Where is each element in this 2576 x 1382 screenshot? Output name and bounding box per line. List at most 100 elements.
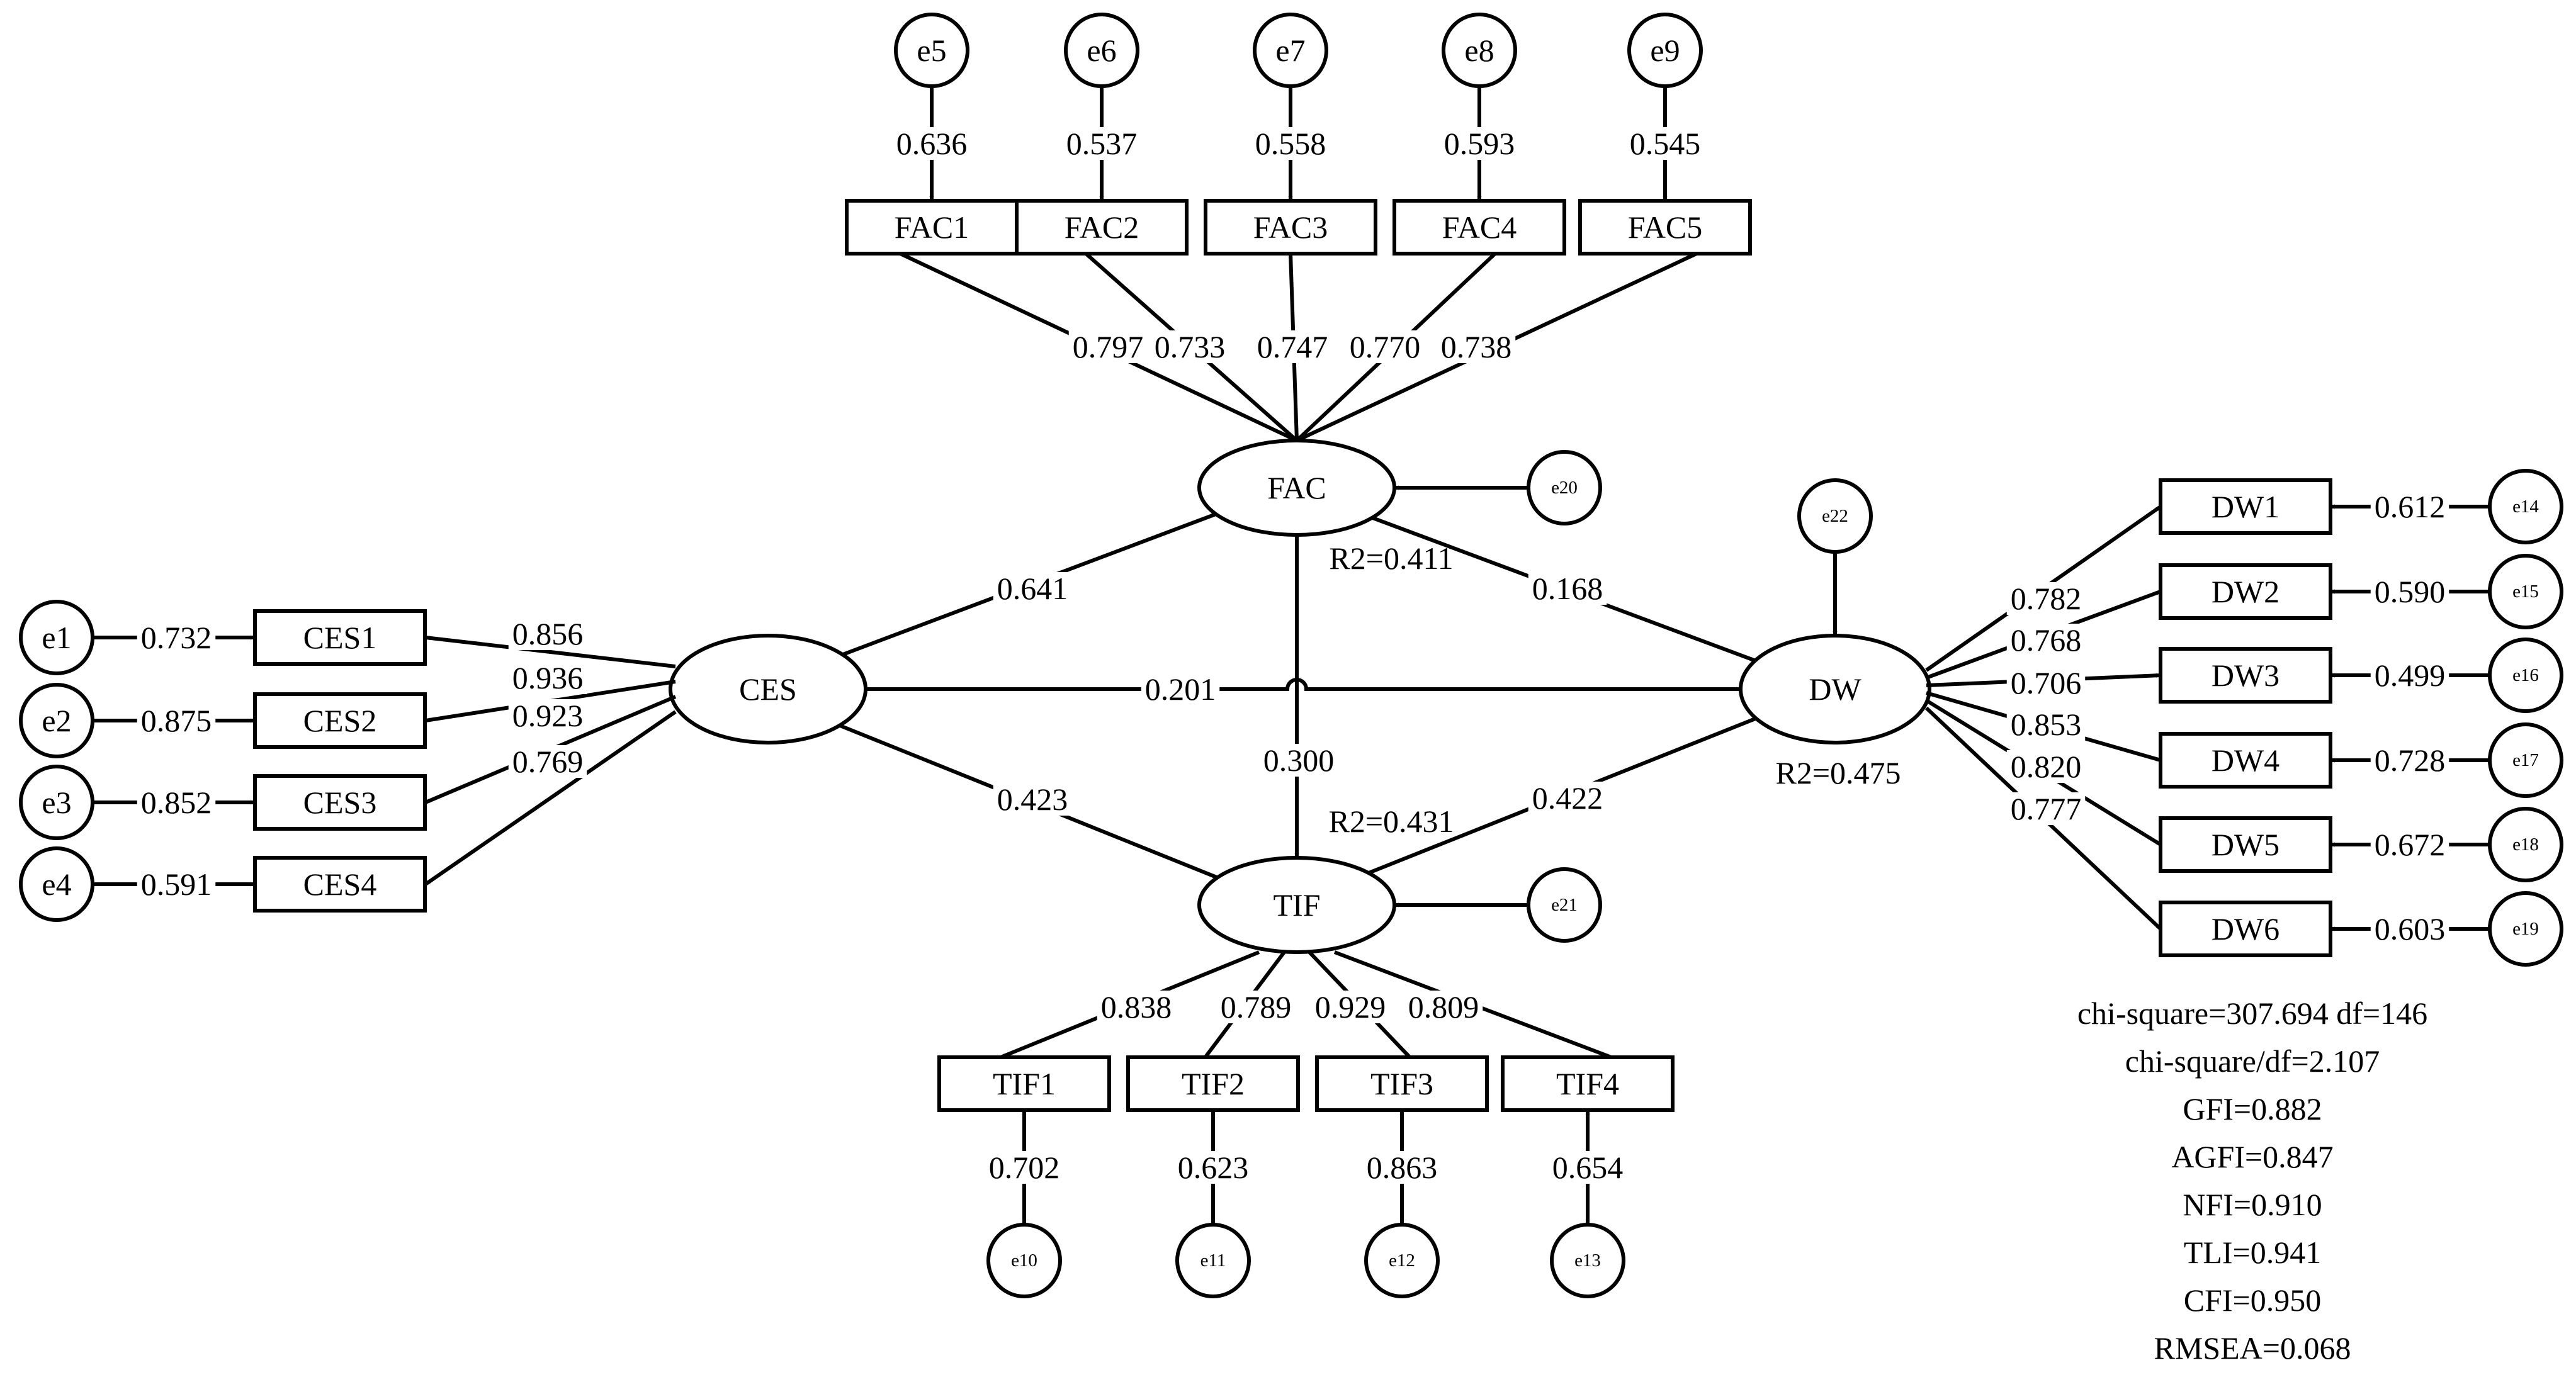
indicator-dw-4 [2159,732,2332,789]
error-value-dw-4-bg [2370,744,2449,777]
error-value-fac-4-bg [1440,127,1519,160]
latent-tif-label: TIF [1274,887,1321,923]
error-e5-label: e5 [917,33,946,68]
latent-fac-label: FAC [1267,470,1326,505]
error-value-ces-2: 0.875 [141,703,212,738]
error-e4-label: e4 [42,867,71,902]
indicator-fac-2-label: FAC2 [1065,210,1139,245]
path-label-ces-tif: 0.423 [997,782,1068,817]
indicator-fac-5-label: FAC5 [1628,210,1703,245]
loading-label-fac-3: 0.747 [1257,329,1328,364]
error-e3-label: e3 [42,785,71,820]
indicator-dw-4-label: DW4 [2212,743,2279,778]
error-e6-label: e6 [1087,33,1116,68]
error-value-fac-3-bg [1251,127,1330,160]
loading-label-fac-3-bg [1253,330,1332,363]
indicator-fac-3 [1204,199,1377,256]
loading-label-fac-5-bg [1437,330,1516,363]
fit-index-5: NFI=0.910 [2183,1187,2322,1222]
latent-dw-label: DW [1809,671,1861,707]
error-value-fac-2-bg [1062,127,1141,160]
fit-index-1: chi-square=307.694 df=146 [2077,996,2427,1031]
path-ces-dw [866,678,1741,692]
r2-dw: R2=0.475 [1775,755,1901,790]
error-value-fac-4: 0.593 [1444,126,1515,161]
loading-label-tif-1-bg [1097,991,1176,1023]
error-e15-label: e15 [2512,581,2539,602]
error-value-fac-3: 0.558 [1255,126,1326,161]
path-label-ces-fac-bg [993,572,1072,605]
indicator-ces-2 [253,692,427,749]
indicator-ces-1-label: CES1 [303,620,377,655]
error-value-ces-3: 0.852 [141,785,212,820]
indicator-fac-3-label: FAC3 [1253,210,1328,245]
error-e18-label: e18 [2512,834,2539,855]
loading-label-ces-3: 0.923 [512,698,584,733]
error-e2-label: e2 [42,703,71,738]
error-e1-label: e1 [42,620,71,655]
error-value-dw-1-bg [2370,490,2449,523]
path-label-fac-tif-bg [1259,744,1338,777]
indicator-tif-1-label: TIF1 [993,1066,1056,1101]
loading-label-dw-3: 0.706 [2011,665,2082,700]
latent-ces-label: CES [739,671,797,707]
loading-label-ces-2: 0.936 [512,660,584,695]
loading-label-fac-5: 0.738 [1441,329,1512,364]
loading-label-tif-3-bg [1311,991,1390,1023]
error-e7-label: e7 [1275,33,1305,68]
error-e21-label: e21 [1551,895,1578,915]
r2-tif: R2=0.431 [1328,804,1454,839]
loading-ces-4 [424,710,677,886]
error-e8-label: e8 [1464,33,1494,68]
loading-label-tif-3: 0.929 [1315,989,1386,1025]
error-e11-label: e11 [1200,1250,1226,1271]
indicator-fac-2 [1015,199,1189,256]
loading-label-dw-2-bg [2006,624,2086,656]
error-value-tif-4: 0.654 [1552,1150,1624,1185]
fit-index-2: chi-square/df=2.107 [2125,1043,2380,1079]
loading-label-dw-3-bg [2006,666,2086,699]
loading-label-dw-6-bg [2006,792,2086,825]
error-value-fac-1-bg [892,127,971,160]
path-label-ces-fac: 0.641 [997,571,1068,606]
error-value-fac-1: 0.636 [896,126,968,161]
error-value-dw-2: 0.590 [2375,574,2446,609]
loading-label-tif-2: 0.789 [1221,989,1292,1025]
loading-label-tif-4-bg [1404,991,1483,1023]
loading-ces-1 [425,636,676,668]
loading-label-ces-4: 0.769 [512,744,584,779]
loading-label-dw-4: 0.853 [2011,707,2082,742]
error-value-tif-1: 0.702 [989,1150,1060,1185]
indicator-dw-6-label: DW6 [2212,911,2279,947]
error-value-dw-5: 0.672 [2375,827,2446,862]
loading-label-fac-1-bg [1068,330,1148,363]
loading-label-dw-5: 0.820 [2011,749,2082,784]
error-value-ces-4-bg [137,868,216,901]
indicator-dw-2-label: DW2 [2212,574,2279,609]
error-e19-label: e19 [2512,919,2539,939]
indicator-tif-4-label: TIF4 [1556,1066,1619,1101]
loading-label-fac-4-bg [1345,330,1425,363]
error-value-ces-2-bg [137,704,216,737]
indicator-dw-5 [2159,816,2332,873]
error-value-dw-6-bg [2370,913,2449,945]
loading-label-dw-4-bg [2006,708,2086,741]
error-e22-label: e22 [1822,506,1848,526]
error-e20-label: e20 [1551,478,1578,498]
loading-label-fac-4: 0.770 [1350,329,1421,364]
error-value-ces-4: 0.591 [141,867,212,902]
error-value-ces-3-bg [137,786,216,819]
path-label-tif-dw: 0.422 [1532,780,1603,816]
error-e17-label: e17 [2512,750,2539,770]
indicator-ces-3 [253,774,427,831]
path-label-ces-dw-bg [1141,673,1220,705]
loading-label-fac-2: 0.733 [1155,329,1226,364]
indicator-dw-3-label: DW3 [2212,658,2279,693]
loading-label-ces-4-bg [508,745,587,778]
loading-label-ces-3-bg [508,699,587,732]
indicator-ces-4-label: CES4 [303,867,377,902]
loading-label-tif-1: 0.838 [1101,989,1172,1025]
loading-label-ces-2-bg [508,661,587,694]
loading-label-tif-4: 0.809 [1408,989,1479,1025]
loading-label-ces-1-bg [508,617,587,650]
